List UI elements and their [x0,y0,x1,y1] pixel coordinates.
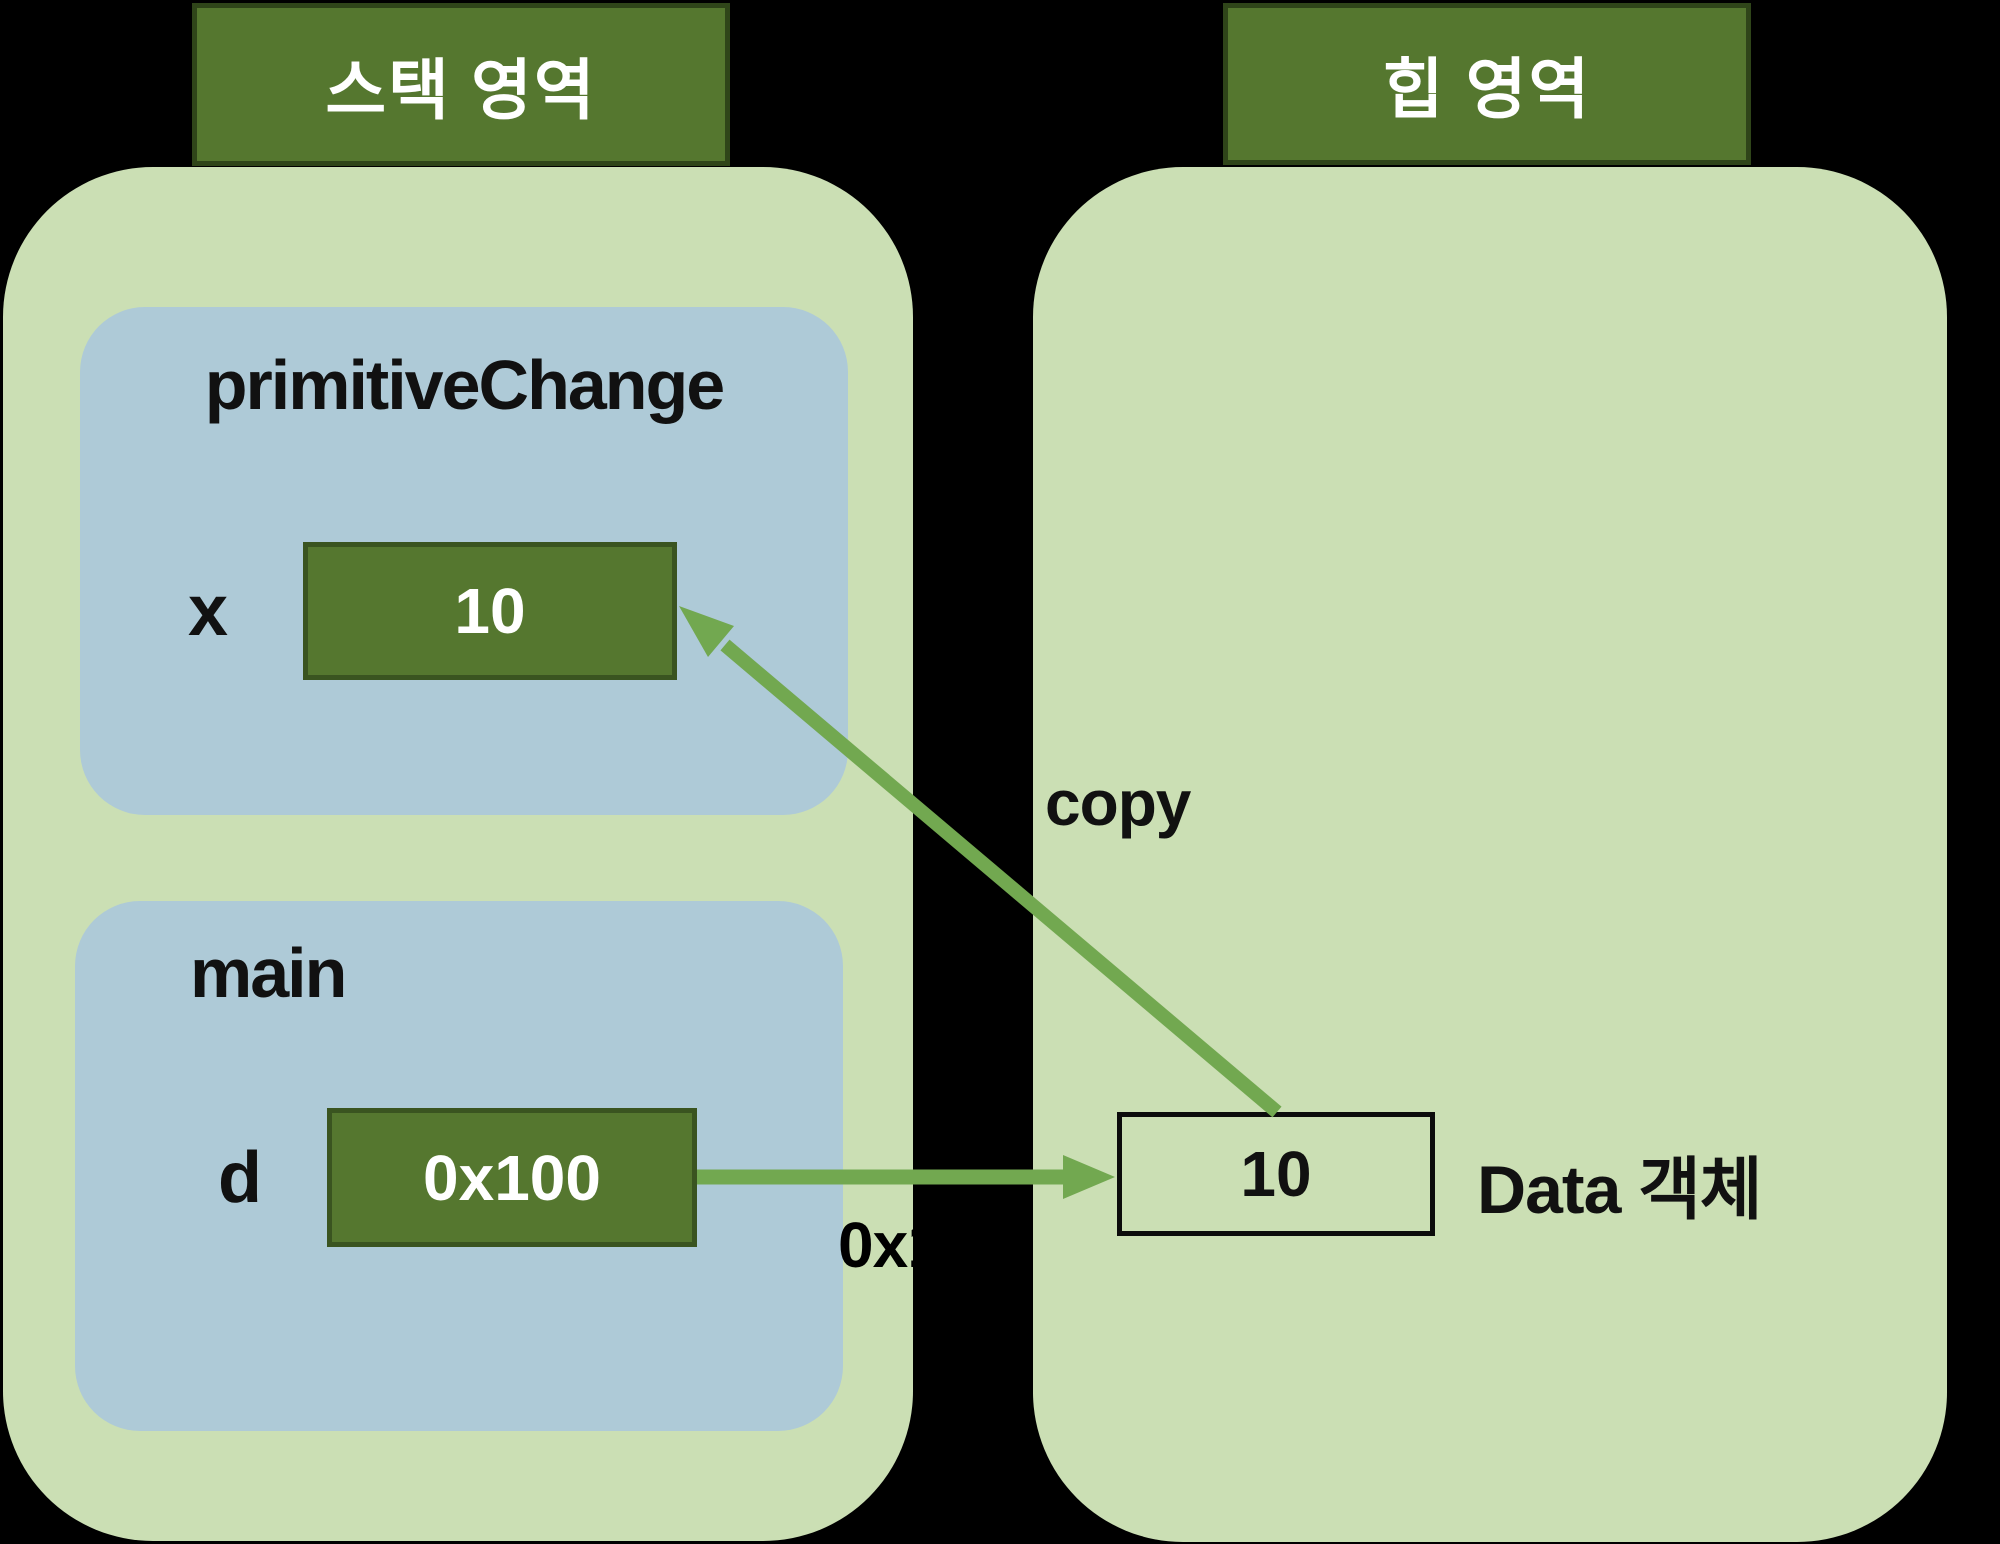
stack-frame-main: main [75,901,843,1431]
variable-label-x: x [187,571,229,651]
heap-region-header: 힙 영역 [1223,3,1751,165]
value-d: 0x100 [423,1141,601,1214]
variable-label-d: d [218,1137,262,1218]
value-x: 10 [454,575,526,647]
frame-title-main: main [190,934,347,1012]
heap-object-value: 10 [1240,1138,1312,1210]
heap-object-box: 10 [1117,1112,1435,1236]
stack-region-header: 스택 영역 [192,3,730,166]
frame-title-primitivechange: primitiveChange [204,346,725,424]
value-box-d: 0x100 [327,1108,697,1247]
stack-region-header-label: 스택 영역 [325,52,597,127]
copy-arrow-label: copy [1045,767,1191,839]
heap-region [1033,167,1947,1542]
value-box-x: 10 [303,542,677,680]
reference-address-label: 0x100 [838,1209,1012,1281]
heap-object-label: Data 객체 [1477,1152,1762,1228]
heap-region-header-label: 힙 영역 [1382,52,1592,126]
